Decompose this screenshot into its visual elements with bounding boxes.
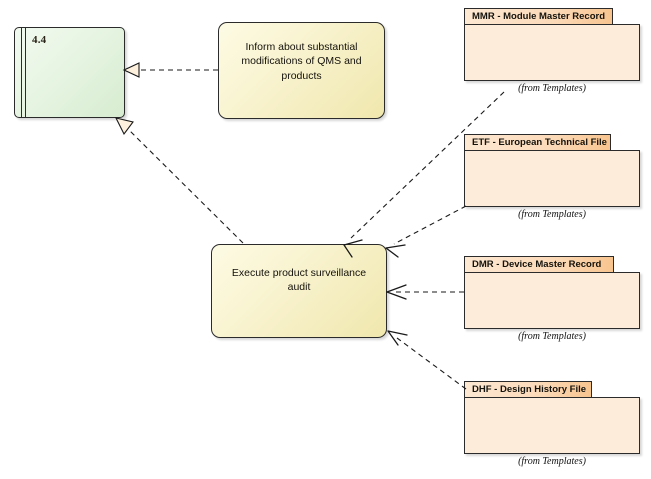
frame-left-bar-inner	[25, 28, 26, 117]
activity-label: Inform about substantial modifications o…	[241, 41, 362, 82]
package-body[interactable]	[464, 150, 640, 207]
frame-left-bar-outer	[21, 28, 22, 117]
package-source-label: (from Templates)	[518, 456, 586, 467]
package-title: MMR - Module Master Record	[472, 11, 606, 22]
package-source-label: (from Templates)	[518, 331, 586, 342]
edge-dmr-to-execute	[386, 284, 464, 300]
edge-execute-to-frame	[114, 117, 244, 244]
process-reference-code: 4.4	[32, 34, 47, 46]
package-title: DMR - Device Master Record	[472, 259, 602, 270]
process-reference-frame[interactable]: 4.4	[14, 27, 125, 118]
edge-etf-to-execute	[385, 205, 467, 258]
package-body[interactable]	[464, 24, 640, 81]
edge-inform-to-frame	[122, 62, 218, 78]
package-tab[interactable]: DMR - Device Master Record	[464, 256, 614, 273]
package-body[interactable]	[464, 272, 640, 329]
package-tab[interactable]: ETF - European Technical File	[464, 134, 611, 151]
activity-label: Execute product surveillance audit	[231, 266, 367, 293]
package-source-label: (from Templates)	[518, 209, 586, 220]
package-title: ETF - European Technical File	[472, 137, 607, 148]
package-source-label: (from Templates)	[518, 83, 586, 94]
activity-execute-product-surveillance-audit[interactable]: Execute product surveillance audit	[211, 244, 387, 338]
package-body[interactable]	[464, 397, 640, 454]
package-tab[interactable]: DHF - Design History File	[464, 381, 592, 398]
activity-inform-about-modifications[interactable]: Inform about substantial modifications o…	[218, 22, 385, 119]
edge-dhf-to-execute	[387, 330, 467, 390]
package-tab[interactable]: MMR - Module Master Record	[464, 8, 613, 25]
package-title: DHF - Design History File	[472, 384, 587, 395]
